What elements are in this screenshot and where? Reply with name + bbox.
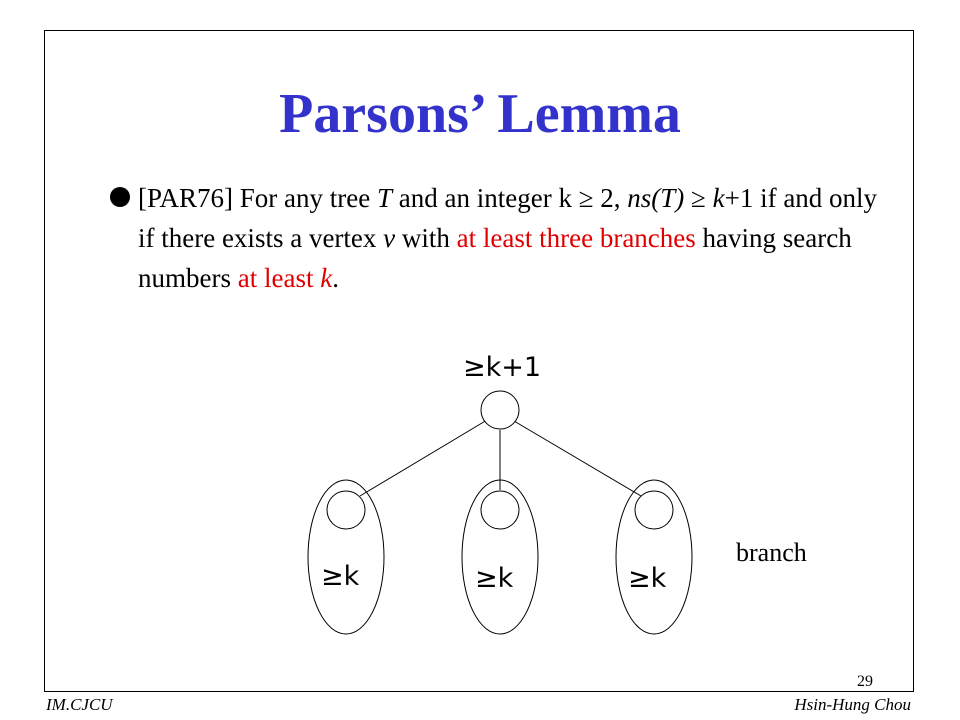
text-segment: and an integer k ≥ 2,: [392, 183, 628, 213]
branch-label-right: ≥k: [628, 563, 667, 594]
child-node-right: [634, 490, 674, 530]
branch-label-middle: ≥k: [475, 563, 514, 594]
child-node-middle: [480, 490, 520, 530]
footer-right: Hsin-Hung Chou: [794, 695, 911, 714]
branch-caption: branch: [736, 538, 807, 567]
edge-left: [359, 419, 488, 497]
edge-right: [513, 420, 642, 497]
branch-ellipse-left: [307, 479, 385, 635]
footer-left: IM.CJCU: [46, 695, 113, 714]
text-segment: .: [332, 263, 339, 293]
text-segment: with: [395, 223, 457, 253]
branch-ellipse-right: [615, 479, 693, 635]
highlight-at-least: at least: [237, 263, 321, 293]
slide-title: Parsons’ Lemma: [279, 83, 681, 145]
var-k: k: [712, 183, 725, 213]
branch-ellipse-middle: [461, 479, 539, 635]
bullet-dot-icon: [110, 187, 130, 207]
text-segment: +1 if and only if there exists a vertex: [138, 183, 878, 253]
text-segment: having search numbers: [138, 223, 852, 293]
child-node-left: [326, 490, 366, 530]
root-label: ≥k+1: [463, 352, 542, 383]
highlight-three-branches: at least three branches: [456, 223, 696, 253]
page-number: 29: [857, 673, 873, 690]
lemma-statement: [PAR76] For any tree T and an integer k …: [138, 178, 878, 298]
highlight-var-k: k: [320, 263, 333, 293]
var-ns: ns(T): [627, 183, 685, 213]
root-node: [480, 390, 520, 430]
text-segment: ≥: [684, 183, 713, 213]
var-T: T: [376, 183, 393, 213]
var-v: v: [383, 223, 396, 253]
text-segment: [PAR76] For any tree: [138, 183, 377, 213]
slide-frame: [44, 30, 914, 692]
branch-label-left: ≥k: [321, 561, 360, 592]
